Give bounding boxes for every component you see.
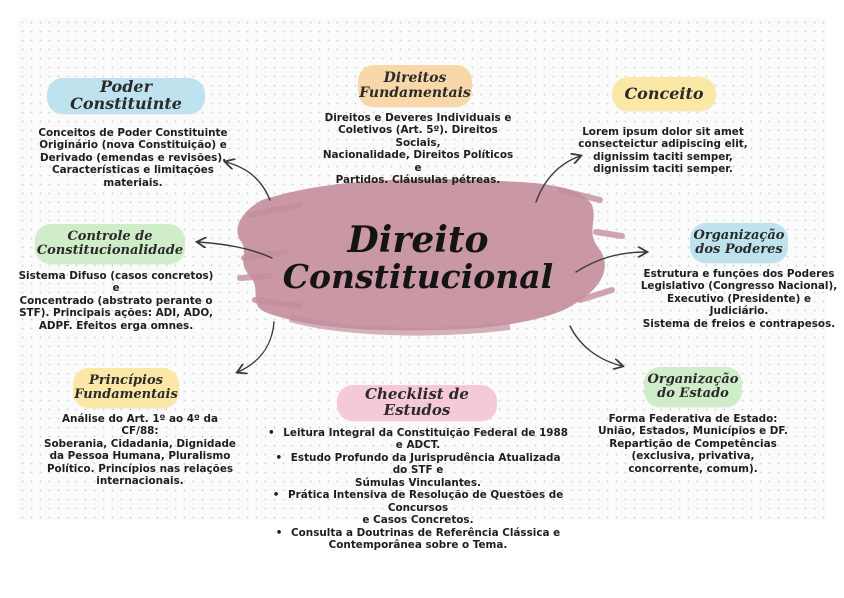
conceito-line: consecteictur adipiscing elit, [578, 138, 748, 151]
principios-text: Análise do Art. 1º ao 4º da CF/88: Sober… [44, 413, 236, 488]
checklist-pill[interactable]: Checklist de Estudos [337, 385, 497, 421]
poder-constituinte-line: Originário (nova Constituição) e [39, 139, 227, 152]
poder-constituinte-line: Derivado (emendas e revisões). [39, 151, 227, 164]
checklist-item[interactable]: Leitura Integral da Constituição Federal… [268, 427, 568, 452]
controle-text: Sistema Difuso (casos concretos) e Conce… [18, 270, 214, 332]
checklist-item[interactable]: Prática Intensiva de Resolução de Questõ… [268, 489, 568, 526]
conceito-text: Lorem ipsum dolor sit amet consecteictur… [573, 126, 753, 176]
controle-label-1: Controle de [67, 229, 153, 245]
checklist-text: Leitura Integral da Constituição Federal… [268, 427, 568, 552]
poder-constituinte-pill[interactable]: Poder Constituinte [47, 78, 205, 114]
checklist-item-line: Estudo Profundo da Jurisprudência Atuali… [290, 451, 561, 477]
organizacao-poderes-line: Estrutura e funções dos Poderes [643, 268, 835, 280]
title-line-1: Direito [347, 219, 489, 261]
organizacao-poderes-line: Legislativo (Congresso Nacional), [640, 280, 838, 293]
poder-constituinte-text: Conceitos de Poder Constituinte Originár… [22, 127, 244, 189]
conceito-pill[interactable]: Conceito [612, 77, 716, 111]
controle-line: Sistema Difuso (casos concretos) e [18, 270, 214, 295]
arrow-to-controle [198, 242, 273, 259]
direitos-fundamentais-label-2: Fundamentais [359, 85, 471, 101]
organizacao-estado-line: União, Estados, Municípios e DF. [598, 425, 788, 438]
controle-pill[interactable]: Controle de Constitucionalidade [35, 224, 185, 264]
direitos-fundamentais-label-1: Direitos [383, 70, 447, 87]
checklist-item[interactable]: Consulta a Doutrinas de Referência Cláss… [268, 527, 568, 552]
principios-line: Análise do Art. 1º ao 4º da CF/88: [62, 413, 218, 438]
checklist-list: Leitura Integral da Constituição Federal… [268, 427, 568, 552]
checklist-item-line: Súmulas Vinculantes. [355, 476, 481, 489]
conceito-line: dignissim taciti semper. [593, 163, 733, 176]
organizacao-estado-line: concorrente, comum). [628, 462, 758, 475]
checklist-item-line: e Casos Concretos. [362, 514, 474, 527]
principios-line: internacionais. [96, 475, 184, 488]
checklist-item-line: Consulta a Doutrinas de Referência Cláss… [291, 526, 561, 539]
organizacao-poderes-line: Sistema de freios e contrapesos. [642, 317, 836, 330]
organizacao-estado-text: Forma Federativa de Estado: União, Estad… [598, 413, 788, 475]
direitos-fundamentais-text: Direitos e Deveres Individuais e Coletiv… [318, 112, 518, 187]
direitos-fundamentais-pill[interactable]: Direitos Fundamentais [358, 65, 472, 107]
poder-constituinte-label: Poder Constituinte [70, 77, 182, 113]
principios-line: Soberania, Cidadania, Dignidade [44, 437, 236, 450]
arrow-to-conceito [535, 156, 580, 203]
controle-line: Concentrado (abstrato perante o [19, 294, 213, 307]
organizacao-estado-pill[interactable]: Organização do Estado [644, 367, 742, 407]
organizacao-estado-line: Repartição de Competências [609, 437, 777, 450]
organizacao-poderes-label-1: Organização [693, 228, 785, 244]
controle-label-2: Constitucionalidade [36, 243, 184, 258]
direitos-fundamentais-line: Coletivos (Art. 5º). Direitos Sociais, [338, 124, 498, 149]
conceito-line: dignissim taciti semper, [593, 150, 733, 163]
organizacao-poderes-text: Estrutura e funções dos Poderes Legislat… [636, 268, 842, 330]
organizacao-poderes-line: Executivo (Presidente) e Judiciário. [666, 292, 812, 318]
direitos-fundamentais-line: Direitos e Deveres Individuais e [324, 112, 512, 124]
checklist-item-line: Contemporânea sobre o Tema. [328, 539, 508, 552]
checklist-item-line: Leitura Integral da Constituição Federal… [283, 427, 568, 452]
conceito-label: Conceito [624, 83, 704, 103]
organizacao-estado-line: (exclusiva, privativa, [631, 450, 755, 463]
direitos-fundamentais-line: Nacionalidade, Direitos Políticos e [322, 149, 514, 174]
arrow-to-poder-constituinte [226, 162, 271, 201]
organizacao-poderes-pill[interactable]: Organização dos Poderes [690, 223, 788, 263]
principios-label-1: Princípios [89, 373, 163, 389]
principios-line: Político. Princípios nas relações [46, 462, 234, 475]
controle-line: ADPF. Efeitos erga omnes. [38, 319, 194, 332]
poder-constituinte-line: Características e limitações materiais. [51, 164, 214, 189]
organizacao-estado-line: Forma Federativa de Estado: [608, 413, 778, 425]
organizacao-estado-label-1: Organização [647, 372, 739, 388]
conceito-line: Lorem ipsum dolor sit amet [582, 126, 744, 138]
principios-pill[interactable]: Princípios Fundamentais [73, 368, 179, 408]
organizacao-poderes-label-2: dos Poderes [695, 242, 783, 257]
direitos-fundamentais-line: Partidos. Cláusulas pétreas. [335, 174, 501, 187]
central-title: Direito Constitucional [268, 219, 568, 296]
arrow-to-organizacao-poderes [575, 252, 646, 273]
principios-label-2: Fundamentais [74, 387, 178, 402]
checklist-item[interactable]: Estudo Profundo da Jurisprudência Atuali… [268, 452, 568, 489]
principios-line: da Pessoa Humana, Pluralismo [49, 450, 231, 463]
checklist-label: Checklist de Estudos [365, 385, 469, 419]
arrow-to-organizacao-estado [569, 325, 622, 366]
organizacao-estado-label-2: do Estado [657, 386, 729, 401]
checklist-item-line: Prática Intensiva de Resolução de Questõ… [288, 489, 564, 514]
arrow-to-principios [238, 321, 275, 372]
title-line-2: Constitucional [282, 256, 554, 296]
poder-constituinte-line: Conceitos de Poder Constituinte [38, 127, 228, 139]
controle-line: STF). Principais ações: ADI, ADO, [19, 307, 213, 320]
